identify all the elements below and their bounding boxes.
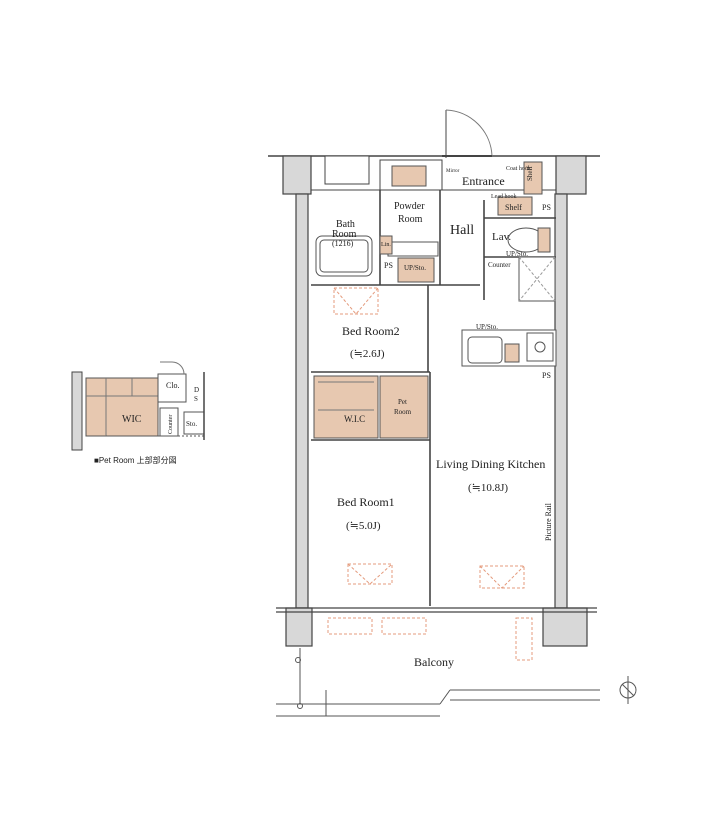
inset-clo-label: Clo. <box>166 381 180 390</box>
shelf-label: Shelf <box>526 166 534 181</box>
powder-room-label: Powder <box>394 201 425 212</box>
linen-label: Lin. <box>381 242 391 248</box>
pet-room-label: Pet <box>398 398 407 406</box>
counter-label: Counter <box>488 261 511 269</box>
compass-icon <box>619 676 637 704</box>
inset-sto-label: Sto. <box>186 420 197 428</box>
pet-room-label: Room <box>394 408 412 416</box>
lavatory-fixtures <box>497 161 556 302</box>
inset-caption: ■Pet Room 上部部分図 <box>94 455 177 465</box>
powder-room-label: Room <box>398 214 423 225</box>
picture-rail-label: Picture Rail <box>544 502 553 541</box>
bed-room1-size: (≒5.0J) <box>346 520 381 532</box>
bath-room-label: Bath <box>336 219 355 230</box>
inset-pet-room <box>71 361 205 451</box>
bed-room2-label: Bed Room2 <box>342 324 400 338</box>
mirror-label: Mirror <box>446 169 460 174</box>
ldk-label: Living Dining Kitchen <box>436 457 545 471</box>
hall-label: Hall <box>450 223 474 238</box>
inset-wic-label: WIC <box>122 414 142 425</box>
ldk-size: (≒10.8J) <box>468 482 508 494</box>
bed-room2-size: (≒2.6J) <box>350 348 385 360</box>
up-sto-label: UP/Sto. <box>476 323 498 331</box>
coat-hook-label: Coat hook <box>506 166 531 172</box>
balcony-rail <box>276 648 600 717</box>
exterior-walls <box>268 155 600 647</box>
bath-room-label: Room <box>332 229 357 240</box>
inset-counter-label: Counter <box>168 415 174 434</box>
ps-label: PS <box>542 371 551 380</box>
storage-areas <box>313 375 429 439</box>
interior-walls <box>311 190 556 606</box>
entrance-label: Entrance <box>462 174 505 188</box>
lead-hook-label: Lead hook <box>491 194 517 200</box>
inset-ds-s-label: S <box>194 395 198 403</box>
bed-room1-label: Bed Room1 <box>337 495 395 509</box>
powder-sink <box>379 235 439 283</box>
wic-label: W.I.C <box>344 414 365 424</box>
bath-size-label: (1216) <box>332 239 354 248</box>
shelf-label: Shelf <box>505 203 522 212</box>
ps-label: PS <box>384 261 393 270</box>
bathtub <box>315 235 373 277</box>
kitchen-counter <box>461 329 557 367</box>
up-sto-label: UP/Sto. <box>506 250 528 258</box>
inset-ds-d-label: D <box>194 386 199 394</box>
top-structure <box>311 109 556 191</box>
lav-label: Lav. <box>492 231 511 243</box>
dashed-hints <box>327 287 533 661</box>
ps-label: PS <box>542 203 551 212</box>
up-sto-label: UP/Sto. <box>404 264 426 272</box>
balcony-label: Balcony <box>414 655 454 669</box>
